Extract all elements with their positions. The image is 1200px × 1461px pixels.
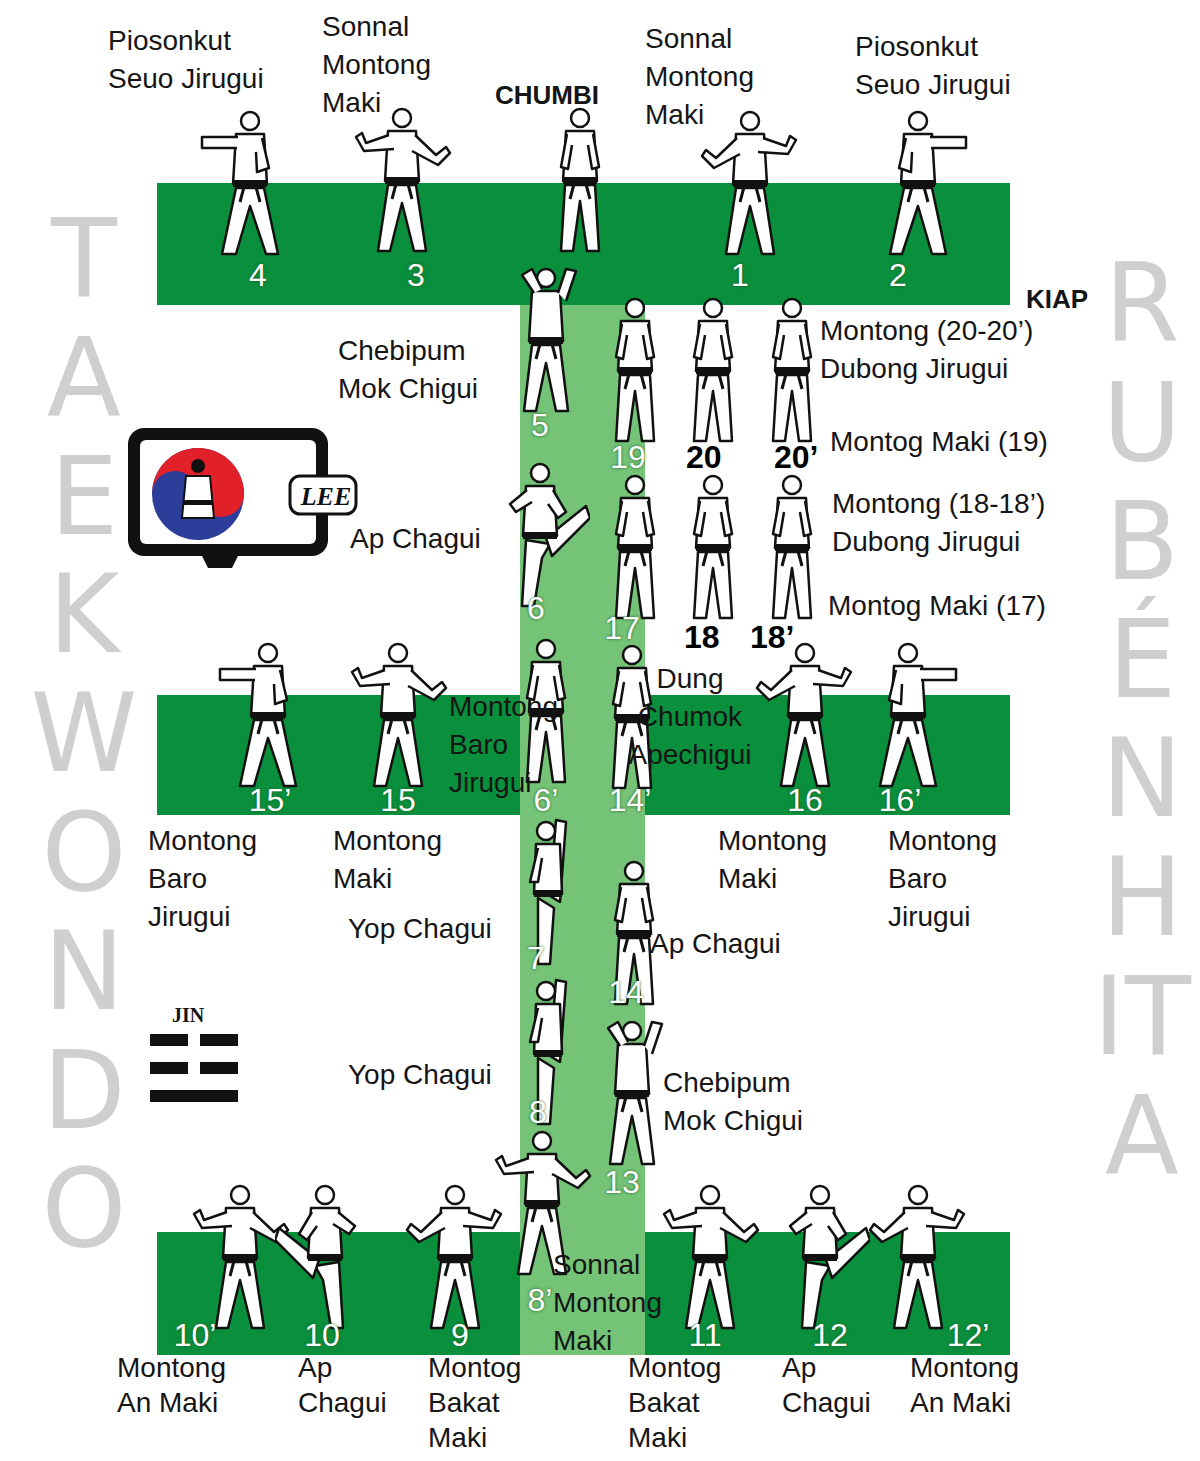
move-label: Sonnal Montong Maki xyxy=(553,1246,703,1360)
figure xyxy=(616,476,654,618)
heading-label: KIAP xyxy=(1026,280,1088,318)
figure xyxy=(664,1186,758,1328)
figure xyxy=(773,476,811,618)
step-number: 14’ xyxy=(609,783,652,817)
figure xyxy=(616,299,654,441)
figure xyxy=(194,1186,288,1328)
step-number: 5 xyxy=(531,408,549,442)
step-number: 2 xyxy=(889,258,907,292)
figure xyxy=(522,269,576,411)
step-number: 12 xyxy=(812,1318,848,1352)
step-number: 16’ xyxy=(879,783,922,817)
move-label: Chebipum Mok Chigui xyxy=(663,1064,843,1140)
figure xyxy=(510,464,590,606)
move-label: Montong An Maki xyxy=(117,1350,257,1420)
step-number: 8’ xyxy=(528,1283,553,1317)
step-number: 14 xyxy=(608,975,644,1009)
step-number: 11 xyxy=(688,1318,721,1352)
move-label: Montong (18-18’) Dubong Jirugui xyxy=(832,485,1122,561)
move-label: Ap Chagui xyxy=(298,1350,408,1420)
step-number: 18’ xyxy=(750,618,794,656)
move-label: Montog Bakat Maki xyxy=(628,1350,748,1455)
figure xyxy=(790,1186,870,1328)
step-number: 10’ xyxy=(174,1318,217,1352)
move-label: Yop Chagui xyxy=(348,910,492,948)
watermark: TAEKWONDO xyxy=(30,200,138,1269)
move-label: Montog Bakat Maki xyxy=(428,1350,548,1455)
green-band: 15’ 15 16 16’ xyxy=(157,695,1010,815)
move-label: Piosonkut Seuo Jirugui xyxy=(108,22,298,98)
figure xyxy=(202,112,278,254)
figure xyxy=(694,476,732,618)
move-label: Montong (20-20’) Dubong Jirugui xyxy=(820,312,1110,388)
move-label: Montong Maki xyxy=(718,822,838,898)
move-label: Chebipum Mok Chigui xyxy=(338,332,518,408)
figure xyxy=(352,644,446,786)
step-number: 7 xyxy=(527,941,545,975)
figure xyxy=(407,1186,501,1328)
figure xyxy=(757,644,851,786)
heading-label: CHUMBI xyxy=(495,76,599,114)
move-label: Montong Maki xyxy=(333,822,453,898)
move-label: Montong Baro Jirugui xyxy=(449,688,569,802)
figure xyxy=(356,109,450,251)
move-label: Montong Baro Jirugui xyxy=(888,822,1008,936)
green-band: 4 3 1 2 xyxy=(157,183,1010,305)
figure xyxy=(890,112,966,254)
step-number: 8 xyxy=(529,1095,547,1129)
figure xyxy=(870,1186,964,1328)
figure xyxy=(694,299,732,441)
figure xyxy=(702,112,796,254)
figure xyxy=(561,109,599,251)
figure xyxy=(608,1022,662,1164)
step-number: 20 xyxy=(686,438,722,476)
figure xyxy=(220,644,296,786)
move-label: Montong Baro Jirugui xyxy=(148,822,268,936)
step-number: 9 xyxy=(451,1318,469,1352)
step-number: 4 xyxy=(249,258,267,292)
step-number: 10 xyxy=(304,1318,340,1352)
step-number: 15’ xyxy=(249,783,292,817)
trigram-name: JIN xyxy=(172,1003,204,1027)
step-number: 3 xyxy=(407,258,425,292)
move-label: Piosonkut Seuo Jirugui xyxy=(855,28,1045,104)
move-label: Dung Chumok Apechigui xyxy=(610,660,770,774)
logo xyxy=(128,428,356,568)
figure xyxy=(275,1186,355,1328)
move-label: Montong An Maki xyxy=(910,1350,1050,1420)
step-number: 6’ xyxy=(534,783,559,817)
watermark: RUBÉN HITA xyxy=(1088,245,1196,1195)
step-number: 1 xyxy=(731,258,749,292)
move-label: Ap Chagui xyxy=(782,1350,892,1420)
strip-band: 5196176’14’7148138’ xyxy=(520,305,645,1355)
figure xyxy=(880,644,956,786)
step-number: 19 xyxy=(610,440,646,474)
step-number: 20’ xyxy=(774,438,818,476)
move-label: Sonnal Montong Maki xyxy=(322,8,472,122)
move-label: Sonnal Montong Maki xyxy=(645,20,795,134)
figure xyxy=(773,299,811,441)
trigram-symbol xyxy=(150,1034,238,1102)
move-label: Ap Chagui xyxy=(350,520,481,558)
step-number: 12’ xyxy=(947,1318,990,1352)
step-number: 16 xyxy=(787,783,823,817)
step-number: 6 xyxy=(527,591,545,625)
step-number: 17 xyxy=(604,611,640,645)
move-label: Yop Chagui xyxy=(348,1056,492,1094)
step-number: 18 xyxy=(684,618,720,656)
move-label: Ap Chagui xyxy=(650,925,781,963)
logo-text: LEE xyxy=(296,478,356,516)
step-number: 13 xyxy=(604,1165,640,1199)
step-number: 15 xyxy=(380,783,416,817)
move-label: Montog Maki (17) xyxy=(828,587,1128,625)
move-label: Montog Maki (19) xyxy=(830,423,1130,461)
